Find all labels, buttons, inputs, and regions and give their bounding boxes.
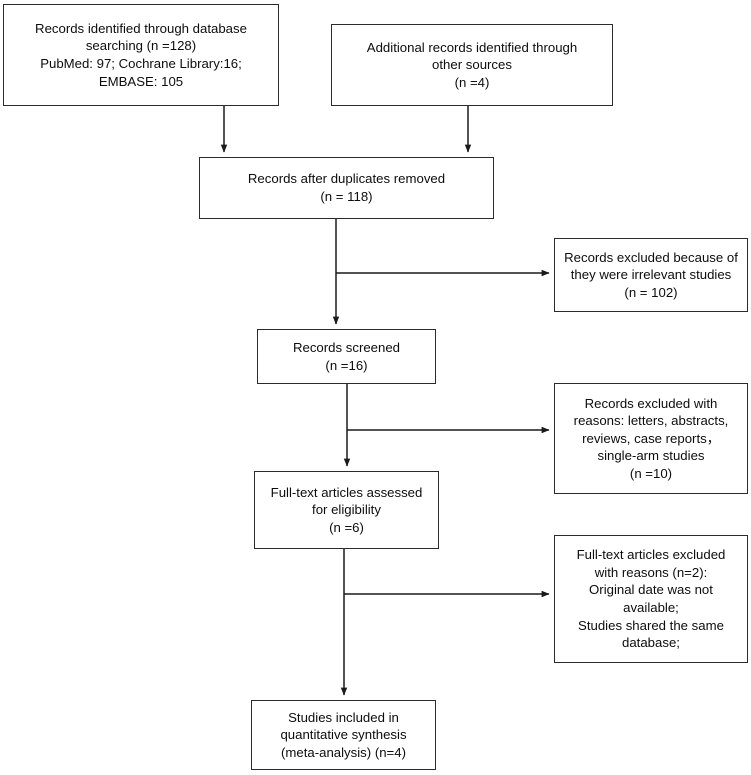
box-text: Full-text articles excluded with reasons… — [576, 547, 726, 651]
box-studies-included-quantitative-synthesis: Studies included in quantitative synthes… — [251, 700, 436, 770]
box-text: Studies included in quantitative synthes… — [280, 709, 407, 760]
box-full-text-articles-assessed: Full-text articles assessed for eligibil… — [254, 471, 439, 549]
box-records-screened: Records screened (n =16) — [257, 329, 436, 384]
box-full-text-articles-excluded: Full-text articles excluded with reasons… — [554, 535, 748, 663]
box-text: Full-text articles assessed for eligibil… — [270, 484, 423, 535]
box-records-excluded-irrelevant: Records excluded because of they were ir… — [554, 238, 748, 312]
box-text: Records excluded with reasons: letters, … — [573, 395, 729, 481]
box-text: Records excluded because of they were ir… — [564, 249, 738, 300]
box-additional-records-other-sources: Additional records identified through ot… — [331, 24, 613, 106]
box-text: Additional records identified through ot… — [366, 39, 578, 90]
box-records-identified-database-searching: Records identified through database sear… — [3, 4, 279, 106]
box-records-excluded-with-reasons: Records excluded with reasons: letters, … — [554, 383, 748, 494]
box-text: Records identified through database sear… — [35, 20, 247, 89]
box-text: Records screened (n =16) — [292, 339, 401, 373]
box-text: Records after duplicates removed (n = 11… — [247, 171, 446, 204]
box-records-after-duplicates-removed: Records after duplicates removed (n = 11… — [199, 157, 494, 219]
